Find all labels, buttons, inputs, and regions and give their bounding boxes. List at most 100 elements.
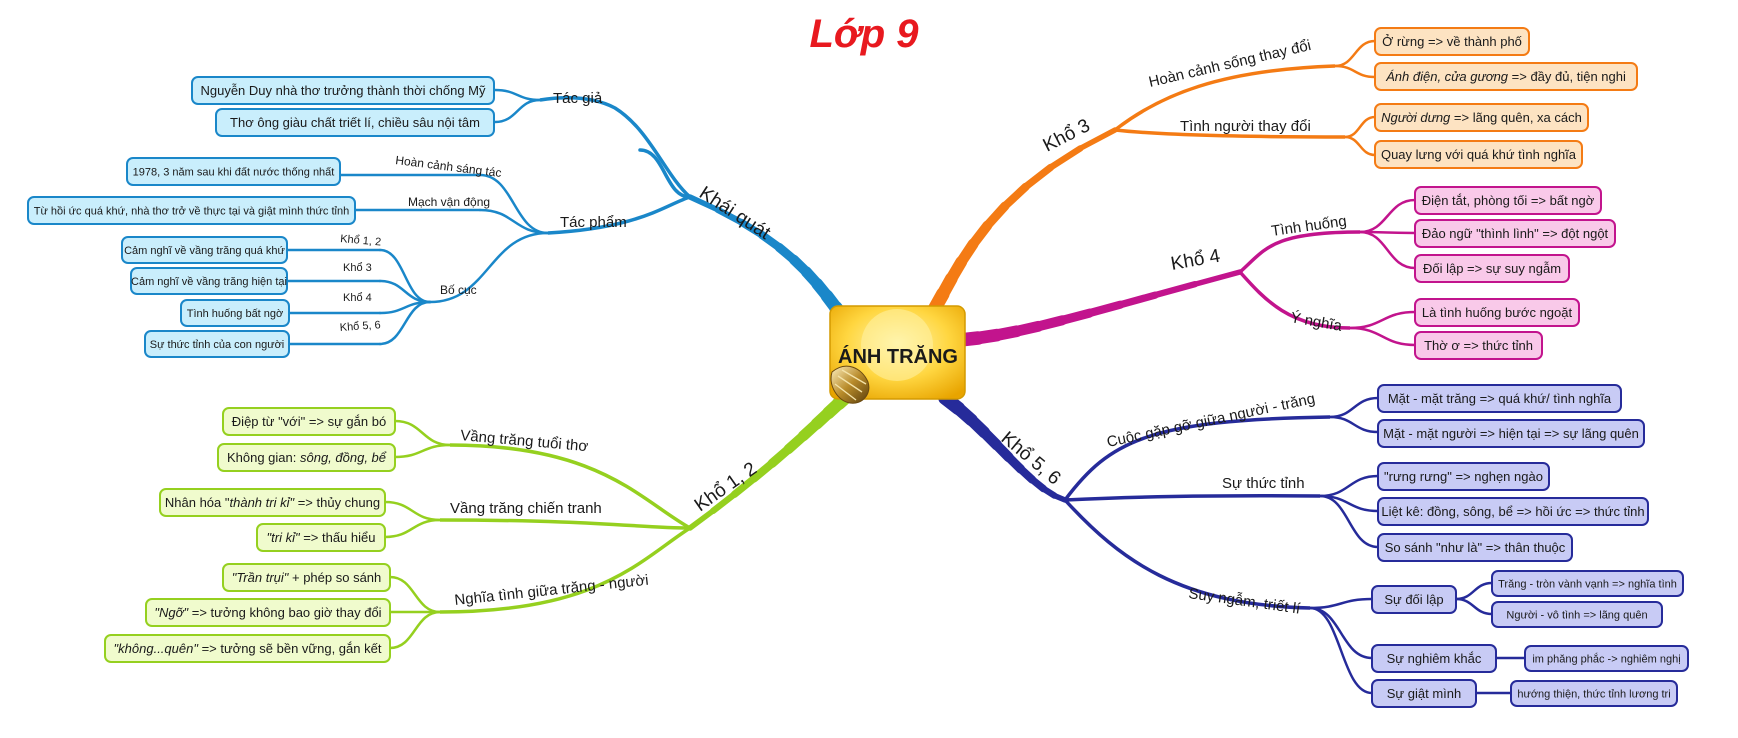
- topic-box-text: Quay lưng với quá khứ tình nghĩa: [1381, 147, 1577, 162]
- connector-su-thuc-tinh: [1064, 493, 1321, 502]
- connector-line: [1333, 39, 1377, 68]
- box-vang-trang-chien-tranh-2[interactable]: "tri kỉ" => thấu hiểu: [256, 523, 386, 552]
- topic-box-text: Sự giật mình: [1387, 686, 1461, 701]
- topic-box-text: im phăng phắc -> nghiêm nghị: [1532, 652, 1680, 665]
- trunk-kho-12: [687, 388, 855, 531]
- box-bo-cuc-2[interactable]: Cảm nghĩ về vầng trăng hiện tại: [130, 267, 288, 295]
- connector-line: [1308, 606, 1374, 695]
- box-nghia-tinh-2[interactable]: "Ngỡ" => tưởng không bao giờ thay đổi: [145, 598, 391, 627]
- topic-box-text: Sự nghiêm khắc: [1387, 651, 1482, 666]
- box-giat-minh-item[interactable]: hướng thiện, thức tỉnh lương tri: [1510, 680, 1678, 707]
- connector-line: [1328, 396, 1380, 419]
- connector-line: [1343, 115, 1377, 139]
- topic-box-text: Từ hồi ức quá khứ, nhà thơ trở về thực t…: [34, 205, 349, 217]
- topic-box-text: So sánh "như là" => thân thuộc: [1385, 540, 1566, 555]
- box-cuoc-gap-go-2[interactable]: Mặt - mặt người => hiện tại => sự lãng q…: [1377, 419, 1645, 448]
- topic-box-text: Thờ ơ => thức tỉnh: [1424, 338, 1533, 353]
- topic-box-text: Trăng - tròn vành vạnh => nghĩa tình: [1498, 578, 1677, 590]
- connector-line: [388, 610, 442, 650]
- box-nghia-tinh-3[interactable]: "không...quên" => tưởng sẽ bền vững, gắn…: [104, 634, 391, 663]
- box-tinh-nguoi-2[interactable]: Quay lưng với quá khứ tình nghĩa: [1374, 140, 1583, 169]
- box-cuoc-gap-go-1[interactable]: Mặt - mặt trăng => quá khứ/ tình nghĩa: [1377, 384, 1622, 413]
- topic-box-text: Sự đối lập: [1384, 592, 1443, 607]
- topic-box-text: "Trần trụi" + phép so sánh: [232, 570, 382, 585]
- box-vang-trang-tuoi-tho-1[interactable]: Điệp từ "với" => sự gắn bó: [222, 407, 396, 436]
- connector-line: [1348, 310, 1417, 330]
- branch-kho-12-label: Khổ 1, 2: [691, 458, 761, 516]
- connector-line: [1343, 135, 1377, 157]
- box-tinh-huong-1[interactable]: Điện tắt, phòng tối => bất ngờ: [1414, 186, 1602, 215]
- box-su-thuc-tinh-2[interactable]: Liệt kê: đồng, sông, bể => hồi ức => thứ…: [1377, 497, 1649, 526]
- connector-line: [378, 300, 432, 346]
- connector-tinh-huong: [1238, 230, 1361, 274]
- box-bo-cuc-1[interactable]: Cảm nghĩ về vầng trăng quá khứ: [121, 236, 288, 264]
- connector-line: [1454, 581, 1494, 601]
- label-bo-cuc-part: Khổ 4: [343, 292, 372, 304]
- connector-line: [478, 173, 550, 235]
- connector-hoan-canh: [1113, 64, 1336, 132]
- topic-box-text: "Ngỡ" => tưởng không bao giờ thay đổi: [154, 605, 381, 620]
- connector-line: [388, 575, 442, 614]
- topic-box-text: Nhân hóa "thành tri kỉ" => thủy chung: [165, 495, 380, 510]
- box-y-nghia-2[interactable]: Thờ ơ => thức tỉnh: [1414, 331, 1543, 360]
- box-tac-gia-1[interactable]: Nguyễn Duy nhà thơ trưởng thành thời chố…: [191, 76, 495, 105]
- connector-line: [393, 419, 452, 447]
- topic-box-text: Đảo ngữ "thình lình" => đột ngột: [1422, 226, 1609, 241]
- sub-branch-hoan-canh: Hoàn cảnh sống thay đổi: [1147, 37, 1313, 91]
- topic-box-text: Ở rừng => về thành phố: [1382, 34, 1522, 49]
- box-doi-lap-2[interactable]: Người - vô tình => lãng quên: [1491, 601, 1663, 628]
- box-y-nghia-1[interactable]: Là tình huống bước ngoặt: [1414, 298, 1580, 327]
- topic-box-text: Điệp từ "với" => sự gắn bó: [232, 414, 386, 429]
- connector-line: [478, 208, 550, 235]
- box-tinh-nguoi-1[interactable]: Người dưng => lãng quên, xa cách: [1374, 103, 1589, 132]
- box-su-doi-lap[interactable]: Sự đối lập: [1371, 585, 1457, 614]
- central-topic[interactable]: ÁNH TRĂNG: [829, 305, 966, 404]
- topic-box-text: "không...quên" => tưởng sẽ bền vững, gắn…: [114, 641, 382, 656]
- box-mach-van-dong[interactable]: Từ hồi ức quá khứ, nhà thơ trở về thực t…: [27, 196, 356, 225]
- box-nghia-tinh-1[interactable]: "Trần trụi" + phép so sánh: [222, 563, 391, 592]
- sub-branch-tac-pham: Tác phẩm: [560, 214, 627, 231]
- box-doi-lap-1[interactable]: Trăng - tròn vành vạnh => nghĩa tình: [1491, 570, 1684, 597]
- box-bo-cuc-3[interactable]: Tình huống bất ngờ: [180, 299, 290, 327]
- connector-line: [428, 231, 550, 304]
- box-su-nghiem-khac[interactable]: Sự nghiêm khắc: [1371, 644, 1497, 673]
- branch-kho-3-label: Khổ 3: [1040, 115, 1094, 156]
- label-bo-cuc-part: Khổ 3: [343, 262, 372, 274]
- topic-box-text: Điện tắt, phòng tối => bất ngờ: [1422, 193, 1595, 208]
- box-su-thuc-tinh-1[interactable]: "rưng rưng" => nghẹn ngào: [1377, 462, 1550, 491]
- box-hoan-canh[interactable]: 1978, 3 năm sau khi đất nước thống nhất: [126, 157, 341, 186]
- topic-box-text: "tri kỉ" => thấu hiểu: [267, 530, 376, 545]
- topic-box-text: Người - vô tình => lãng quên: [1506, 609, 1647, 621]
- connector-line: [493, 98, 542, 124]
- box-nghiem-khac-item[interactable]: im phăng phắc -> nghiêm nghị: [1524, 645, 1689, 672]
- topic-box-text: Đối lập => sự suy ngẫm: [1423, 261, 1561, 276]
- box-hoan-canh-1[interactable]: Ở rừng => về thành phố: [1374, 27, 1530, 56]
- topic-box-text: Là tình huống bước ngoặt: [1422, 305, 1573, 320]
- sub-branch-su-thuc-tinh: Sự thức tỉnh: [1222, 475, 1305, 492]
- central-topic-label: ÁNH TRĂNG: [838, 345, 958, 368]
- box-su-giat-minh[interactable]: Sự giật mình: [1371, 679, 1477, 708]
- sub-branch-tinh-nguoi: Tình người thay đổi: [1180, 118, 1311, 135]
- box-vang-trang-tuoi-tho-2[interactable]: Không gian: sông, đồng, bể: [217, 443, 396, 472]
- sub-branch-suy-ngam: Suy ngẫm, triết lí: [1187, 585, 1302, 618]
- connector-y-nghia: [1238, 270, 1351, 330]
- connector-line: [1454, 597, 1494, 616]
- page-title-text: Lớp 9: [809, 12, 919, 56]
- box-tac-gia-2[interactable]: Thơ ông giàu chất triết lí, chiều sâu nộ…: [215, 108, 495, 137]
- topic-box-text: Liệt kê: đồng, sông, bể => hồi ức => thứ…: [1381, 504, 1644, 519]
- box-bo-cuc-4[interactable]: Sự thức tỉnh của con người: [144, 330, 290, 358]
- sub-branch-y-nghia: Ý nghĩa: [1289, 309, 1344, 335]
- connector-tac-gia: [638, 148, 692, 199]
- box-tinh-huong-3[interactable]: Đối lập => sự suy ngẫm: [1414, 254, 1570, 283]
- topic-box-text: "rưng rưng" => nghẹn ngào: [1384, 469, 1543, 484]
- box-hoan-canh-2[interactable]: Ánh điện, cửa gương => đầy đủ, tiện nghi: [1374, 62, 1638, 91]
- box-su-thuc-tinh-3[interactable]: So sánh "như là" => thân thuộc: [1377, 533, 1573, 562]
- trunk-kho-3: [928, 127, 1118, 315]
- sub-branch-cuoc-gap-go: Cuộc gặp gỡ giữa người - trăng: [1105, 390, 1316, 451]
- connector-line: [383, 500, 442, 522]
- box-vang-trang-chien-tranh-1[interactable]: Nhân hóa "thành tri kỉ" => thủy chung: [159, 488, 386, 517]
- box-tinh-huong-2[interactable]: Đảo ngữ "thình lình" => đột ngột: [1414, 219, 1616, 248]
- connector-cuoc-gap-go: [1063, 415, 1331, 502]
- topic-box-text: Tình huống bất ngờ: [187, 308, 284, 320]
